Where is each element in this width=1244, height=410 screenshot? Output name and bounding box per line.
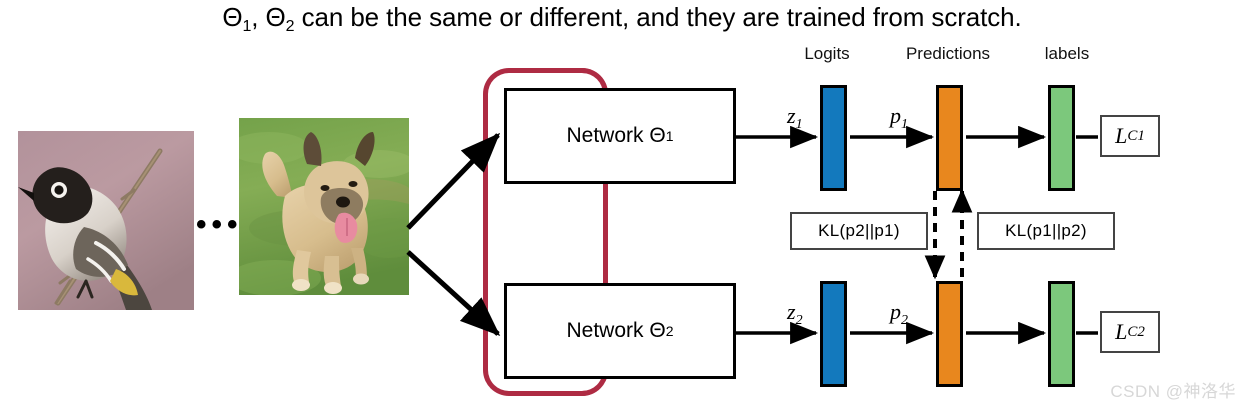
dog-photo-graphic: [239, 118, 409, 295]
column-header-labels: labels: [1044, 44, 1090, 63]
title-rest: can be the same or different, and they a…: [294, 2, 1022, 32]
labels-bar-top: [1048, 85, 1075, 191]
predictions-bar-top: [936, 85, 963, 191]
input-ellipsis: •••: [196, 208, 243, 241]
network-bottom-label: Network Θ: [566, 319, 666, 342]
pred-label-bottom: p2: [890, 299, 908, 329]
logits-bar-bottom: [820, 281, 847, 387]
title-sep: , Θ: [251, 2, 286, 32]
network-bottom-sub: 2: [665, 323, 674, 339]
labels-bar-bottom: [1048, 281, 1075, 387]
loss-top-sub: C1: [1127, 127, 1145, 144]
loss-bottom-sub: C2: [1127, 323, 1145, 340]
predictions-bar-bottom: [936, 281, 963, 387]
loss-top-label: L: [1115, 123, 1128, 148]
logit-label-top-text: z: [787, 103, 796, 128]
column-header-predictions: Predictions: [905, 44, 991, 63]
watermark: CSDN @神洛华: [1110, 382, 1236, 401]
column-header-logits: Logits: [804, 44, 850, 63]
bird-photo-graphic: [18, 131, 194, 310]
input-image-bird: [18, 131, 194, 310]
network-top-label: Network Θ: [566, 124, 666, 147]
kl-box-left: KL(p2||p1): [790, 212, 928, 250]
pred-label-top-sub: 1: [901, 116, 908, 132]
logit-label-top: z1: [787, 103, 803, 133]
logit-label-top-sub: 1: [795, 116, 803, 132]
kl-box-right: KL(p1||p2): [977, 212, 1115, 250]
pred-label-bottom-text: p: [890, 299, 901, 324]
loss-bottom-label: L: [1115, 319, 1128, 344]
logit-label-bottom-sub: 2: [795, 312, 803, 328]
title-theta-1: Θ: [222, 2, 243, 32]
title-theta-2-sub: 2: [285, 18, 295, 36]
title-theta-1-sub: 1: [242, 18, 252, 36]
pred-label-bottom-sub: 2: [901, 312, 908, 328]
pred-label-top: p1: [890, 103, 908, 133]
page-title: Θ1, Θ2 can be the same or different, and…: [0, 2, 1244, 36]
logits-bar-top: [820, 85, 847, 191]
logit-label-bottom-text: z: [787, 299, 796, 324]
input-image-dog: [239, 118, 409, 295]
pred-label-top-text: p: [890, 103, 901, 128]
logit-label-bottom: z2: [787, 299, 803, 329]
shared-network-group-outline: [483, 68, 608, 396]
network-top-sub: 1: [665, 128, 674, 144]
